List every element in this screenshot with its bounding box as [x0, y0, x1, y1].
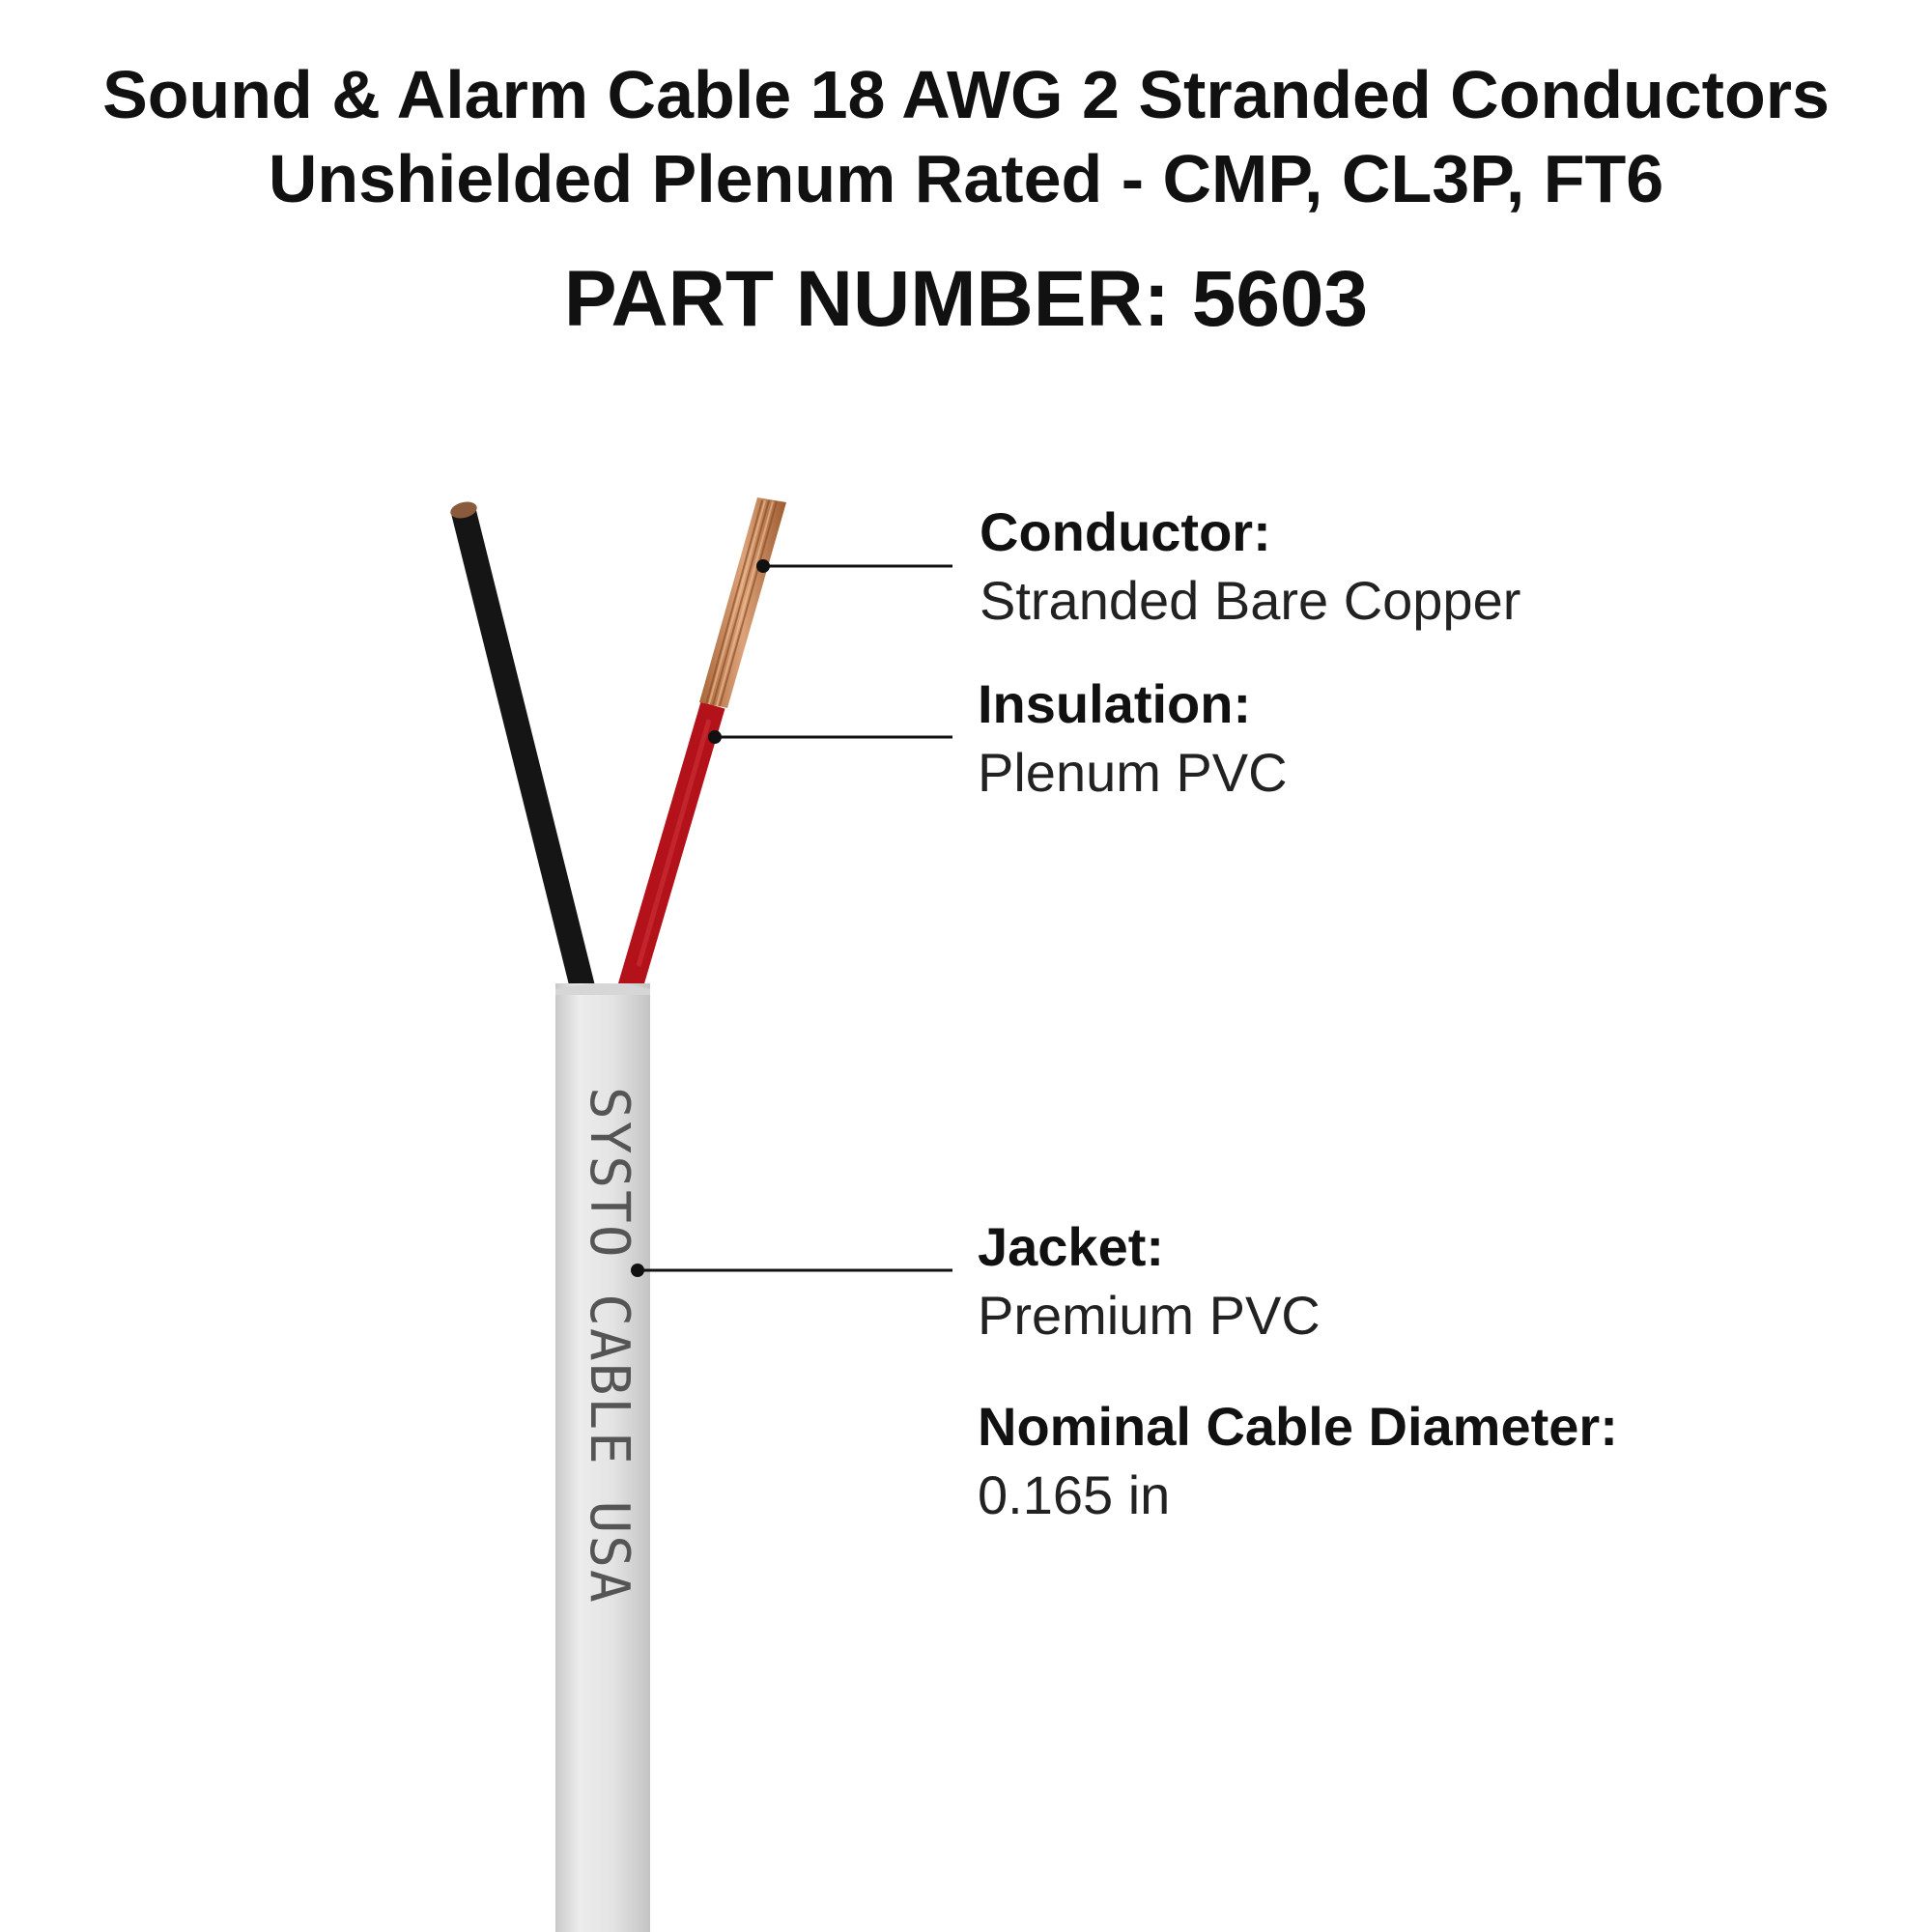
conductor-callout-line: [756, 559, 952, 573]
conductor-label: Conductor:: [980, 501, 1271, 562]
black-wire: [450, 501, 597, 999]
conductor-spec: Conductor: Stranded Bare Copper: [980, 498, 1520, 636]
diameter-spec: Nominal Cable Diameter: 0.165 in: [978, 1393, 1618, 1530]
jacket-label: Jacket:: [978, 1216, 1165, 1277]
insulation-label: Insulation:: [978, 673, 1252, 734]
conductor-value: Stranded Bare Copper: [980, 570, 1521, 631]
diameter-label: Nominal Cable Diameter:: [978, 1396, 1618, 1457]
insulation-value: Plenum PVC: [978, 742, 1288, 803]
title-line-1: Sound & Alarm Cable 18 AWG 2 Stranded Co…: [102, 57, 1830, 132]
part-number: PART NUMBER: 5603: [563, 255, 1369, 343]
jacket-callout-line: [631, 1264, 952, 1277]
insulation-callout-line: [708, 730, 952, 744]
red-wire: [615, 701, 725, 999]
cable-jacket: SYSTO CABLE USA: [555, 983, 650, 1932]
jacket-spec: Jacket: Premium PVC: [978, 1213, 1321, 1350]
diameter-value: 0.165 in: [978, 1464, 1171, 1525]
jacket-value: Premium PVC: [978, 1285, 1321, 1346]
title-line-2: Unshielded Plenum Rated - CMP, CL3P, FT6: [268, 141, 1664, 216]
insulation-spec: Insulation: Plenum PVC: [978, 670, 1288, 808]
jacket-print: SYSTO CABLE USA: [578, 1087, 640, 1605]
copper-strands: [699, 497, 786, 708]
